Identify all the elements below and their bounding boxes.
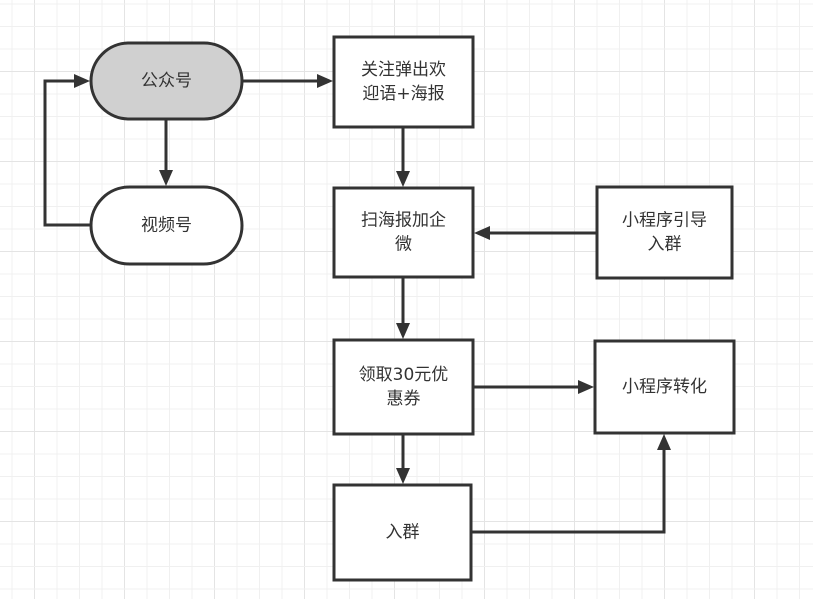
edge-coupon-to-join[interactable] xyxy=(396,434,410,484)
edge-sph-to-gzh[interactable] xyxy=(43,74,91,227)
edge-scan-to-coupon[interactable] xyxy=(396,277,410,339)
node-label: 扫海报加企 xyxy=(361,211,446,231)
process-box[interactable] xyxy=(593,339,736,435)
edge-join-to-mini_convert[interactable] xyxy=(471,434,671,534)
process-box[interactable] xyxy=(332,338,475,436)
arrowhead-icon xyxy=(578,380,594,394)
edge-mini_guide-to-scan[interactable] xyxy=(474,226,597,240)
arrowhead-icon xyxy=(474,226,490,240)
node-label: 视频号 xyxy=(141,216,192,236)
edge-gzh-to-sph[interactable] xyxy=(159,119,173,186)
node-label: 迎语+海报 xyxy=(362,84,444,104)
node-mini_convert[interactable]: 小程序转化 xyxy=(593,339,736,435)
node-label: 领取30元优 xyxy=(359,365,449,385)
arrowhead-icon xyxy=(396,171,410,187)
arrowhead-icon xyxy=(317,74,333,88)
arrowhead-icon xyxy=(396,468,410,484)
edge-line[interactable] xyxy=(471,450,666,534)
arrowhead-icon xyxy=(74,74,90,88)
edge-line[interactable] xyxy=(43,79,91,227)
node-label: 关注弹出欢 xyxy=(361,60,446,80)
edges-layer xyxy=(43,74,671,534)
arrowhead-icon xyxy=(159,170,173,186)
node-label: 微 xyxy=(395,235,412,255)
terminator-shape[interactable] xyxy=(89,41,244,121)
edge-coupon-to-mini_convert[interactable] xyxy=(473,380,594,394)
process-box[interactable] xyxy=(332,483,473,582)
node-label: 小程序转化 xyxy=(622,377,707,397)
arrowhead-icon xyxy=(396,323,410,339)
edge-welcome-to-scan[interactable] xyxy=(396,127,410,187)
node-label: 小程序引导 xyxy=(622,211,707,231)
nodes-layer: 公众号视频号关注弹出欢迎语+海报扫海报加企微小程序引导入群领取30元优惠券小程序… xyxy=(89,35,736,582)
terminator-shape[interactable] xyxy=(89,185,244,266)
node-label: 惠券 xyxy=(387,389,421,409)
node-join[interactable]: 入群 xyxy=(332,483,473,582)
node-label: 入群 xyxy=(648,235,682,255)
process-box[interactable] xyxy=(332,35,475,129)
arrowhead-icon xyxy=(657,434,671,450)
edge-gzh-to-welcome[interactable] xyxy=(242,74,333,88)
process-box[interactable] xyxy=(332,186,475,279)
node-gzh[interactable]: 公众号 xyxy=(89,41,244,121)
node-label: 公众号 xyxy=(141,71,192,91)
node-sph[interactable]: 视频号 xyxy=(89,185,244,266)
node-label: 入群 xyxy=(386,523,420,543)
process-box[interactable] xyxy=(595,185,734,280)
